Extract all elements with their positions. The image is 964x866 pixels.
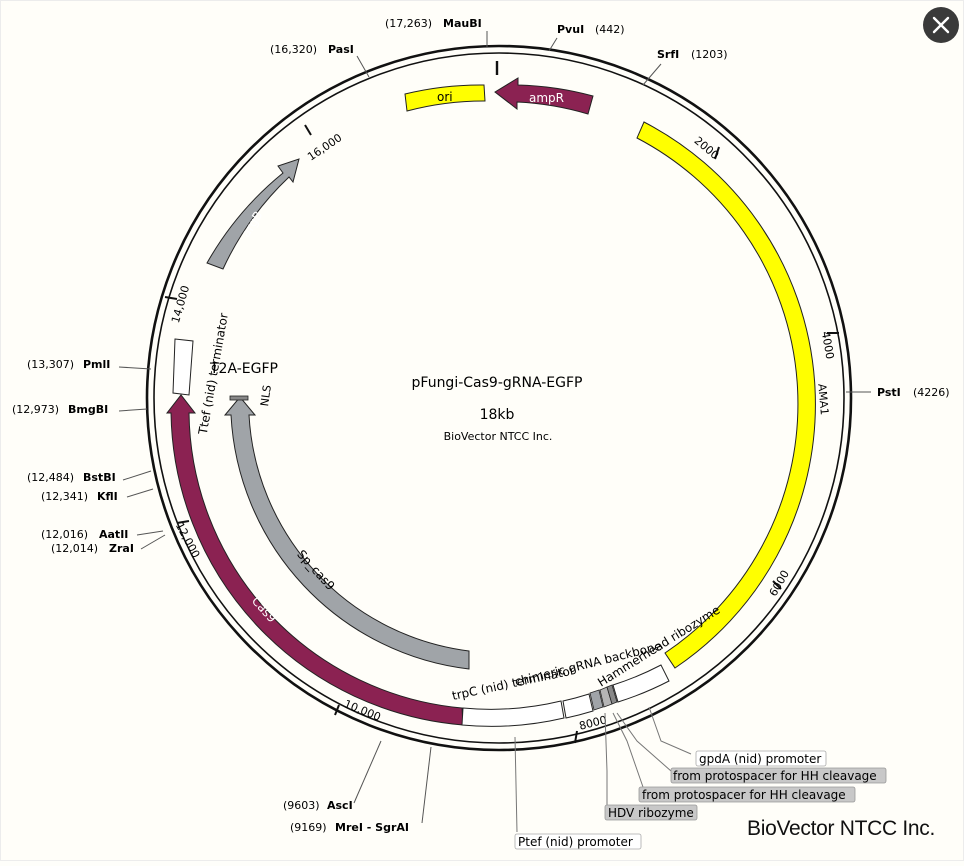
feature-hammerhead-ribozyme[interactable] (612, 664, 670, 703)
feature-AMA1[interactable] (636, 121, 816, 669)
site-PasI-name[interactable]: PasI (328, 43, 354, 56)
site-PvuI-name[interactable]: PvuI (557, 23, 584, 36)
site-PstI-pos: (4226) (913, 386, 950, 399)
plasmid-name: pFungi-Cas9-gRNA-EGFP (412, 375, 583, 391)
feature-ampR[interactable] (494, 77, 594, 115)
feature-label-ori: ori (437, 90, 453, 104)
site-ZraI-pos: (12,014) (51, 542, 98, 555)
tick-label-14000: 14,000 (169, 284, 192, 325)
site-PvuI-pos: (442) (595, 23, 625, 36)
plasmid-org: BioVector NTCC Inc. (444, 430, 553, 443)
site-AatII-pos: (12,016) (41, 528, 88, 541)
site-AscI-name[interactable]: AscI (327, 799, 353, 812)
site-leader-lines (118, 31, 871, 824)
site-SrfI-name[interactable]: SrfI (657, 48, 679, 61)
plasmid-size: 18kb (480, 407, 515, 423)
site-ZraI-name[interactable]: ZraI (109, 542, 134, 555)
site-KflI-pos: (12,341) (41, 490, 88, 503)
feature-chimeric-gRNA-backbone[interactable] (562, 693, 594, 719)
site-MreI-SgrAI-pos: (9169) (290, 821, 327, 834)
callout-ptef-promoter[interactable]: Ptef (nid) promoter (518, 835, 633, 849)
site-AatII-name[interactable]: AatII (99, 528, 128, 541)
feature-callout-lines (514, 706, 692, 833)
callout-hdv-ribozyme[interactable]: HDV ribozyme (608, 806, 694, 820)
backbone-outer-ring (145, 44, 853, 752)
site-BstBI-name[interactable]: BstBI (83, 471, 116, 484)
backbone-inner-ring (153, 52, 845, 744)
tick-label-4000: 4000 (819, 330, 837, 360)
feature-label-ampR: ampR (529, 91, 564, 105)
site-MauBI-name[interactable]: MauBI (443, 17, 482, 30)
site-PmlI-name[interactable]: PmlI (83, 358, 110, 371)
site-BmgBI-pos: (12,973) (12, 403, 59, 416)
feature-ori[interactable] (404, 84, 486, 112)
feature-NLS[interactable] (229, 395, 249, 401)
site-PasI-pos: (16,320) (270, 43, 317, 56)
site-MauBI-pos: (17,263) (385, 17, 432, 30)
feature-Cas9[interactable] (165, 394, 464, 726)
site-PmlI-pos: (13,307) (27, 358, 74, 371)
feature-callouts: gpdA (nid) promoter from protospacer for… (514, 750, 887, 850)
close-x-icon (932, 16, 950, 34)
feature-protospacer-1[interactable] (589, 689, 604, 711)
feature-label-NLS: NLS (258, 384, 274, 407)
restriction-sites-left: (17,263) MauBI (16,320) PasI (13,307) Pm… (12, 17, 482, 834)
site-MreI-SgrAI-name[interactable]: MreI - SgrAI (335, 821, 409, 834)
feature-label-AMA1: AMA1 (815, 383, 831, 416)
callout-protospacer-hh-1[interactable]: from protospacer for HH cleavage (673, 769, 877, 783)
brand-watermark: BioVector NTCC Inc. (747, 817, 936, 840)
feature-label-T2A-EGFP: T2A-EGFP (209, 361, 278, 377)
feature-trpC-terminator[interactable] (461, 700, 565, 727)
callout-gpdA-promoter[interactable]: gpdA (nid) promoter (699, 752, 821, 766)
feature-T2A-EGFP-block[interactable] (172, 338, 194, 396)
site-AscI-pos: (9603) (283, 799, 320, 812)
restriction-sites-right: PvuI (442) SrfI (1203) PstI (4226) (557, 23, 950, 399)
site-PstI-name[interactable]: PstI (877, 386, 901, 399)
feature-hdv-ribozyme[interactable] (606, 684, 618, 705)
callout-protospacer-hh-2[interactable]: from protospacer for HH cleavage (642, 788, 846, 802)
site-BmgBI-name[interactable]: BmgBI (68, 403, 108, 416)
site-KflI-name[interactable]: KflI (97, 490, 118, 503)
feature-Sp-cas9[interactable] (223, 396, 470, 670)
tick-label-6000: 6000 (767, 568, 792, 599)
site-BstBI-pos: (12,484) (27, 471, 74, 484)
site-SrfI-pos: (1203) (691, 48, 728, 61)
close-button[interactable] (923, 7, 959, 43)
tick-label-16000: 16,000 (305, 131, 344, 163)
feature-argB[interactable] (206, 158, 300, 270)
